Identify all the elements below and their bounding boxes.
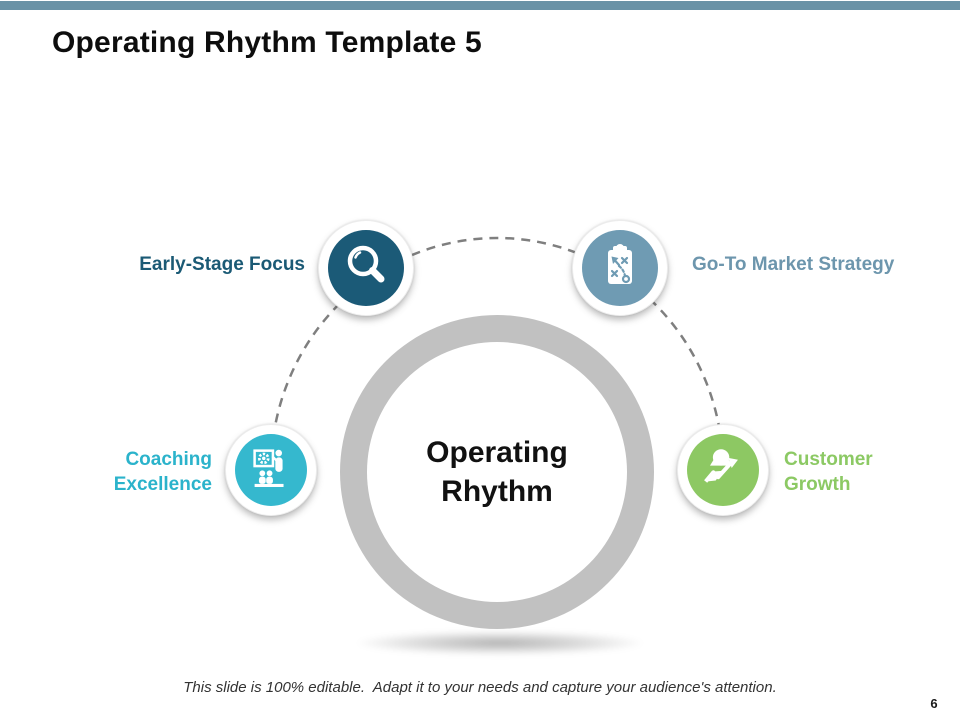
node-go-to-market-strategy-circle (582, 230, 658, 306)
strategy-clipboard-icon (592, 238, 648, 299)
center-label: Operating Rhythm (426, 436, 568, 508)
label-customer-growth: Customer Growth (784, 449, 873, 495)
center-circle-shadow (357, 631, 643, 655)
magnifier-icon (338, 238, 394, 299)
label-coaching-excellence: Coaching Excellence (113, 449, 212, 495)
center-circle-inner: Operating Rhythm (367, 342, 627, 602)
page-number: 6 (930, 696, 938, 711)
node-early-stage-focus-circle (328, 230, 404, 306)
label-go-to-market-strategy: Go-To Market Strategy (692, 254, 895, 275)
coaching-presentation-icon (244, 441, 298, 500)
node-go-to-market-strategy (572, 220, 668, 316)
label-early-stage-focus: Early-Stage Focus (139, 254, 305, 275)
slide-title: Operating Rhythm Template 5 (52, 26, 482, 59)
node-early-stage-focus (318, 220, 414, 316)
top-accent-bar (0, 1, 960, 10)
footer-note: This slide is 100% editable. Adapt it to… (183, 679, 777, 696)
node-customer-growth-circle (687, 434, 759, 506)
node-customer-growth (677, 424, 769, 516)
center-circle: Operating Rhythm (340, 315, 654, 629)
customer-growth-icon (696, 441, 750, 500)
node-coaching-excellence-circle (235, 434, 307, 506)
node-coaching-excellence (225, 424, 317, 516)
